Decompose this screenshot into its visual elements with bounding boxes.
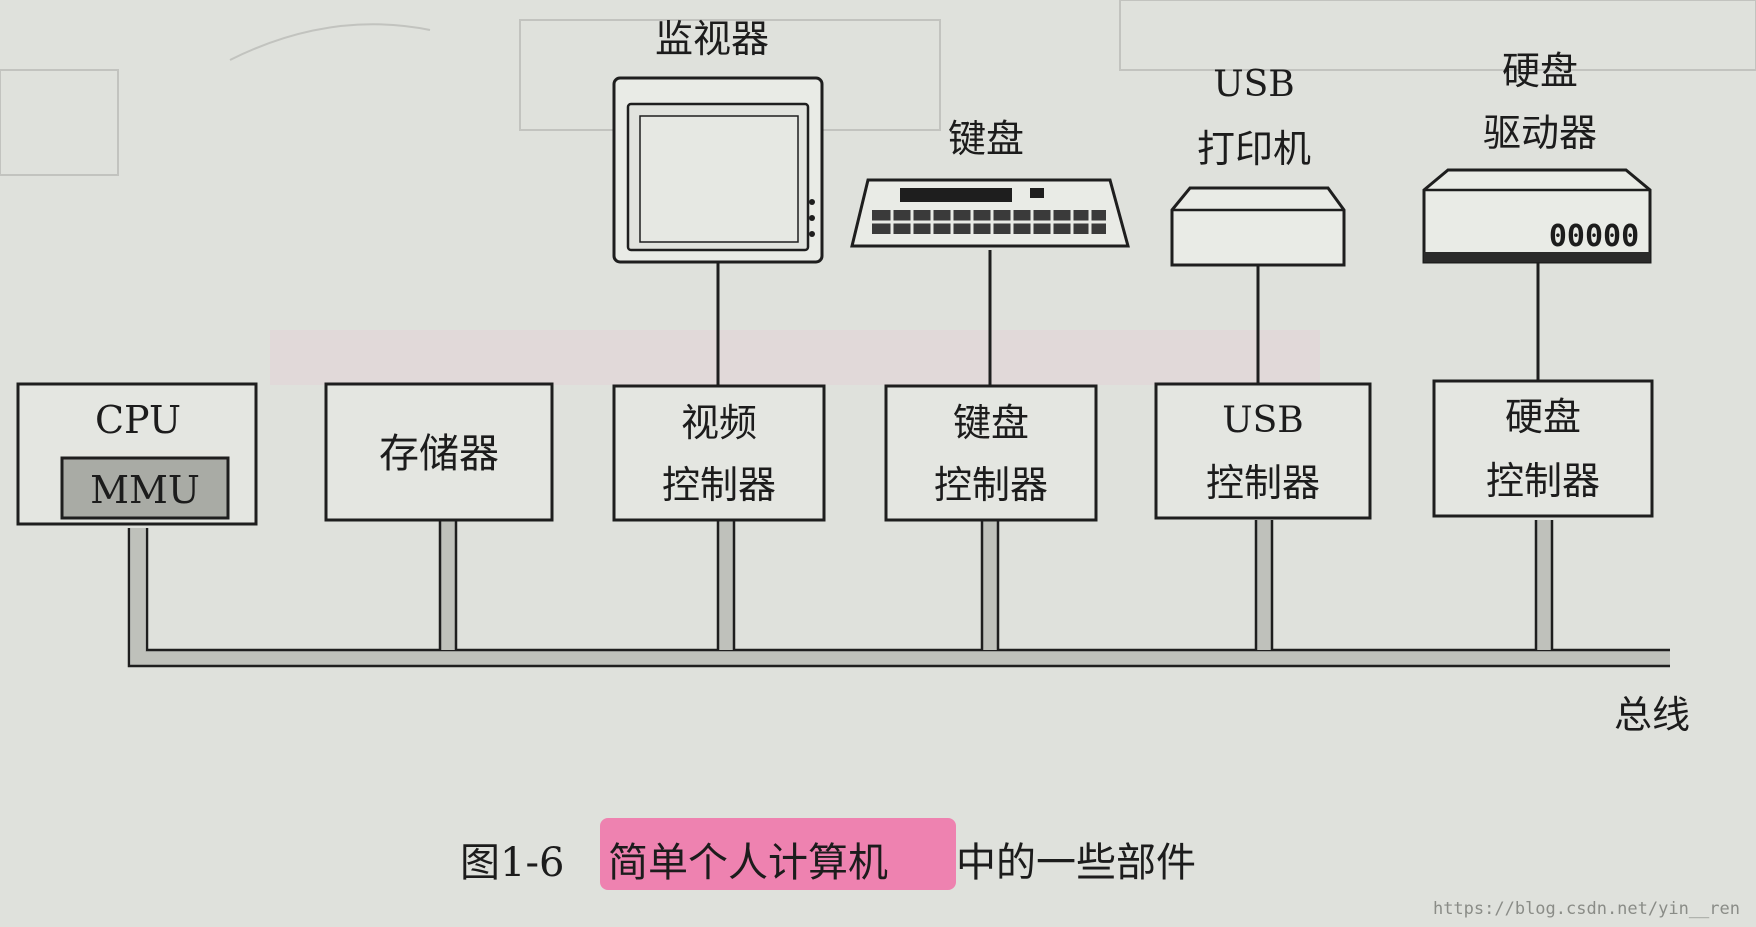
bleed-through-decoration bbox=[0, 0, 1756, 385]
cpu-label: CPU bbox=[95, 398, 181, 442]
hard-drive-icon: 00000 bbox=[1422, 168, 1652, 264]
memory-label: 存储器 bbox=[379, 431, 499, 477]
keyboard-icon bbox=[850, 178, 1130, 248]
keyboard-controller-box: 键盘 控制器 bbox=[884, 384, 1098, 522]
usb-printer-label-line1: USB bbox=[1213, 64, 1294, 105]
video-controller-label-line1: 视频 bbox=[681, 401, 757, 445]
memory-box: 存储器 bbox=[324, 382, 554, 522]
video-controller-label-line2: 控制器 bbox=[662, 463, 776, 507]
caption-highlight bbox=[600, 818, 956, 890]
cpu-box: CPU MMU bbox=[16, 382, 258, 526]
monitor-icon bbox=[612, 76, 824, 264]
keyboard-controller-label-line2: 控制器 bbox=[934, 463, 1048, 507]
caption-rest-text: 中的一些部件 bbox=[956, 840, 1196, 886]
caption-highlighted-text: 简单个人计算机 bbox=[608, 840, 888, 886]
system-bus bbox=[127, 520, 1670, 668]
watermark-url: https://blog.csdn.net/yin__ren bbox=[1433, 899, 1740, 919]
figure-number: 图1-6 bbox=[460, 840, 564, 886]
hard-drive-label-line1: 硬盘 bbox=[1502, 49, 1578, 93]
drive-display-digits: 00000 bbox=[1549, 219, 1639, 254]
usb-controller-label-line2: 控制器 bbox=[1206, 461, 1320, 505]
keyboard-label: 键盘 bbox=[948, 117, 1024, 161]
mmu-label: MMU bbox=[90, 468, 200, 512]
video-controller-box: 视频 控制器 bbox=[612, 384, 826, 522]
disk-controller-label-line1: 硬盘 bbox=[1505, 395, 1581, 439]
monitor-label: 监视器 bbox=[655, 17, 769, 61]
bus-label: 总线 bbox=[1614, 693, 1690, 737]
usb-controller-label-line1: USB bbox=[1222, 400, 1303, 441]
hard-drive-label-line2: 驱动器 bbox=[1483, 111, 1597, 155]
usb-controller-box: USB 控制器 bbox=[1154, 382, 1372, 520]
printer-icon bbox=[1170, 186, 1346, 267]
usb-printer-label-line2: 打印机 bbox=[1197, 127, 1311, 171]
disk-controller-label-line2: 控制器 bbox=[1486, 459, 1600, 503]
keyboard-controller-label-line1: 键盘 bbox=[953, 401, 1029, 445]
disk-controller-box: 硬盘 控制器 bbox=[1432, 379, 1654, 518]
